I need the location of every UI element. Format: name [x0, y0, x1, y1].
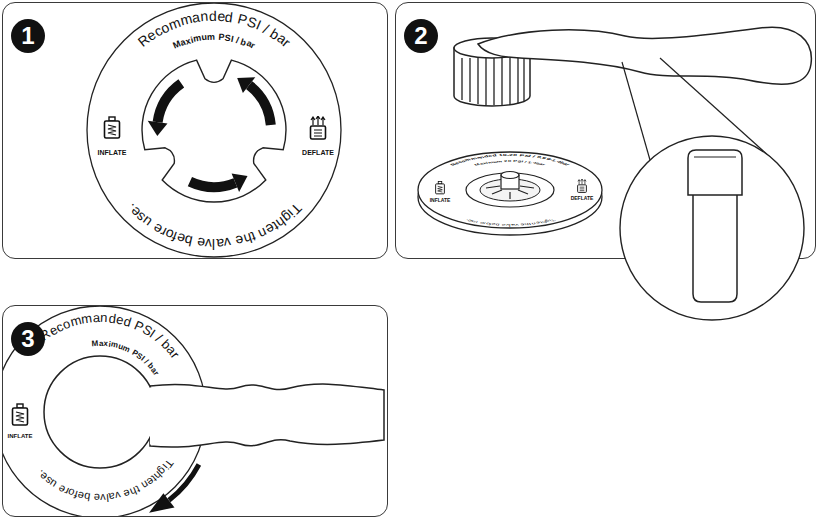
valve-dial-turn — [2, 306, 384, 517]
callout-number: 3 — [11, 322, 45, 356]
valve-base — [418, 152, 602, 235]
ring-text: Maximum 20 PSI / 1.4bar — [0, 110, 819, 328]
ring-text: Tighten the valve before use. — [0, 110, 819, 328]
mode-label: INFLATE — [430, 198, 451, 203]
mode-label: DEFLATE — [571, 196, 594, 201]
valve-wrench — [454, 27, 811, 106]
callout-number: 1 — [11, 19, 45, 53]
mode-label: INFLATE — [97, 149, 126, 156]
step-panel: 2 — [395, 2, 816, 259]
mode-label: INFLATE — [8, 433, 33, 439]
callout-number: 2 — [404, 19, 438, 53]
mode-label: DEFLATE — [302, 149, 334, 156]
ring-text: Recommanded 10-20 PSI / 0.69-1.4bar — [0, 110, 819, 328]
valve-dial — [87, 3, 341, 257]
